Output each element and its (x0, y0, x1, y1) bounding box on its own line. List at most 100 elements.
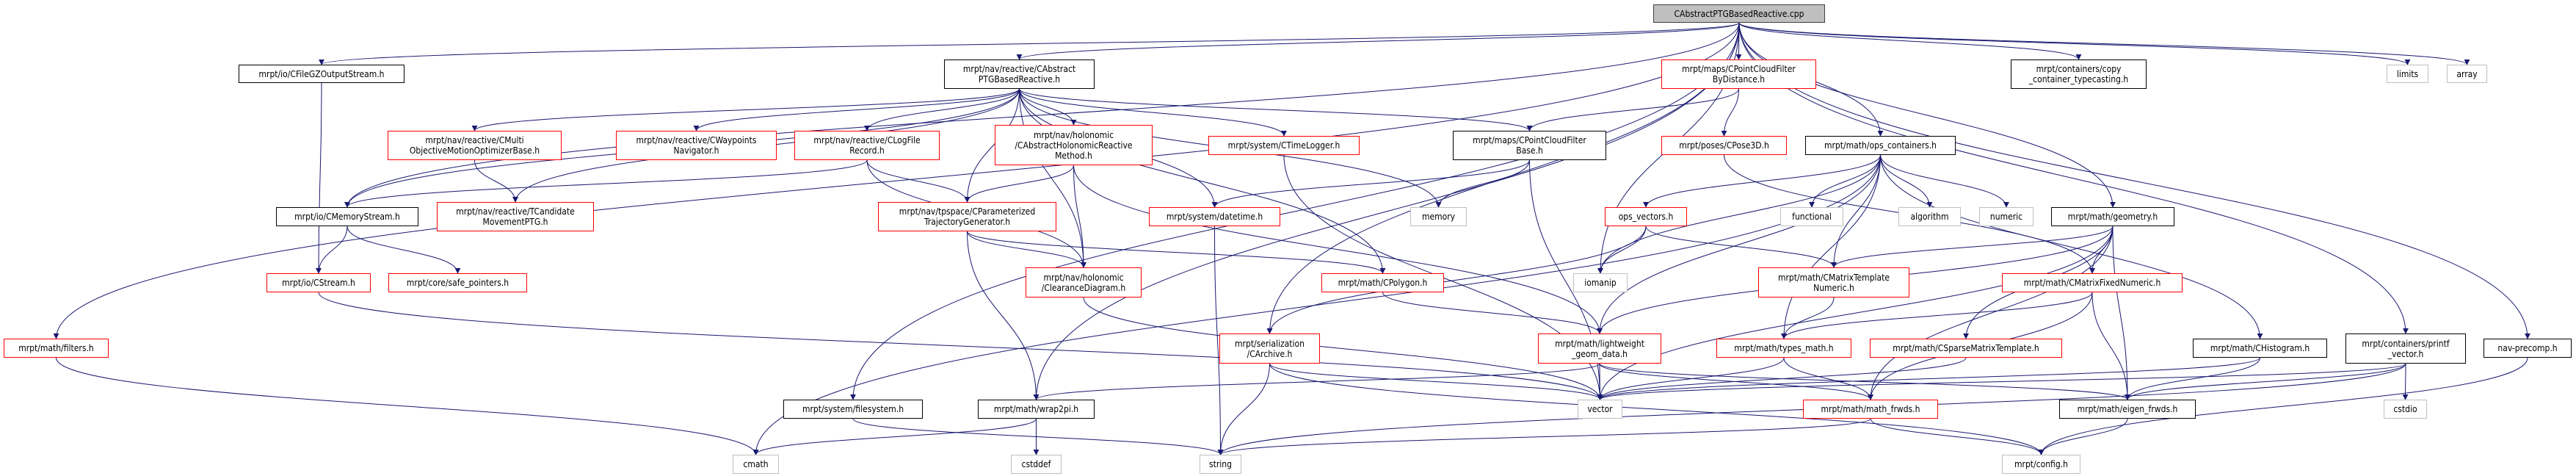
graph-node-lwgd[interactable]: mrpt/math/lightweight_geom_data.h (1538, 333, 1661, 364)
graph-node-archive[interactable]: mrpt/serialization/CArchive.h (1219, 333, 1320, 364)
graph-node-string[interactable]: string (1200, 455, 1241, 474)
edge-aptg-to-multi (471, 88, 1020, 131)
graph-node-mathfrwds[interactable]: mrpt/math/math_frwds.h (1803, 400, 1938, 419)
node-label-line: functional (1792, 212, 1832, 222)
node-label-line: nav-precomp.h (2497, 343, 2558, 353)
node-label-line: /CArchive.h (1247, 348, 1293, 359)
graph-node-memstream[interactable]: mrpt/io/CMemoryStream.h (276, 207, 418, 226)
edge-filters-to-cmath (56, 357, 759, 455)
edge-opsc-to-mtn (1831, 154, 1881, 268)
node-label-line: mrpt/nav/tpspace/CParameterized (899, 206, 1036, 217)
edge-archive-to-vector (1269, 363, 1603, 400)
graph-node-numeric[interactable]: numeric (1979, 207, 2033, 226)
edge-holo-to-clearance (1073, 165, 1086, 268)
edge-archive-to-config (1269, 363, 2045, 455)
graph-node-polygon[interactable]: mrpt/math/CPolygon.h (1321, 273, 1444, 292)
node-label-line: mrpt/math/eigen_frwds.h (2077, 404, 2178, 414)
graph-node-opsv[interactable]: ops_vectors.h (1605, 207, 1687, 226)
node-label-line: mrpt/nav/reactive/CMulti (425, 135, 524, 145)
edge-root-to-wrap2pi (1033, 22, 1740, 400)
graph-node-pose3d[interactable]: mrpt/poses/CPose3D.h (1661, 136, 1787, 155)
edge-logfile-to-memstream (344, 159, 868, 208)
edge-clearance-to-vector (1083, 297, 1603, 400)
graph-node-holo[interactable]: mrpt/nav/holonomic/CAbstractHolonomicRea… (995, 125, 1153, 165)
graph-node-cstddef[interactable]: cstddef (1011, 455, 1062, 474)
edge-opsc-to-iomanip (1597, 154, 1881, 274)
node-label-line: mrpt/math/filters.h (18, 343, 94, 353)
graph-node-vector[interactable]: vector (1578, 400, 1622, 419)
graph-node-geometry[interactable]: mrpt/math/geometry.h (2051, 207, 2174, 226)
edge-opsv-to-archive (1266, 226, 1647, 334)
node-label-line: ops_vectors.h (1618, 212, 1674, 222)
node-label-line: cmath (743, 459, 769, 469)
node-label-line: mrpt/math/math_frwds.h (1821, 404, 1920, 414)
node-label-line: mrpt/io/CMemoryStream.h (294, 212, 400, 222)
graph-node-cstdio[interactable]: cstdio (2384, 400, 2427, 419)
graph-node-clearance[interactable]: mrpt/nav/holonomic/ClearanceDiagram.h (1026, 267, 1142, 298)
edge-aptg-to-ptg (964, 88, 1020, 203)
edge-geometry-to-mathfrwds (1868, 226, 2114, 400)
edge-mathfrwds-to-string (1217, 418, 1871, 455)
node-label-line: memory (1421, 212, 1456, 222)
graph-node-eigenfrwds[interactable]: mrpt/math/eigen_frwds.h (2059, 400, 2196, 419)
edge-ptg-to-wrap2pi (967, 231, 1040, 400)
graph-node-cmath[interactable]: cmath (733, 455, 779, 474)
edge-opsc-to-lwgd (1597, 154, 1881, 334)
graph-node-config[interactable]: mrpt/config.h (2002, 455, 2080, 474)
graph-node-safeptr[interactable]: mrpt/core/safe_pointers.h (388, 273, 527, 292)
edge-root-to-limits (1738, 22, 2411, 65)
node-label-line: mrpt/io/CStream.h (282, 278, 355, 288)
node-label-line: mrpt/containers/copy (2036, 64, 2122, 74)
edge-opsc-to-numeric (1880, 154, 2009, 208)
edge-histogram-to-eigenfrwds (2125, 357, 2260, 400)
edge-logfile-to-ptg (866, 159, 970, 203)
graph-node-wrap2pi[interactable]: mrpt/math/wrap2pi.h (978, 400, 1095, 419)
graph-node-filesystem[interactable]: mrpt/system/filesystem.h (783, 400, 923, 419)
node-label-line: Navigator.h (673, 145, 719, 156)
graph-node-opsc[interactable]: mrpt/math/ops_containers.h (1805, 136, 1956, 155)
graph-node-filters[interactable]: mrpt/math/filters.h (4, 339, 109, 358)
node-label-line: string (1209, 459, 1232, 469)
graph-node-printfv[interactable]: mrpt/containers/printf_vector.h (2345, 333, 2466, 364)
graph-node-histogram[interactable]: mrpt/math/CHistogram.h (2193, 339, 2327, 358)
graph-node-root[interactable]: CAbstractPTGBasedReactive.cpp (1653, 4, 1825, 23)
node-label-line: cstdio (2393, 404, 2417, 414)
edge-memstream-to-safeptr (347, 226, 461, 274)
node-label-line: _container_typecasting.h (2028, 74, 2129, 84)
graph-node-memory[interactable]: memory (1410, 207, 1467, 226)
graph-node-array[interactable]: array (2447, 65, 2487, 83)
node-label-line: mrpt/math/CSparseMatrixTemplate.h (1893, 343, 2039, 353)
graph-node-sparse[interactable]: mrpt/math/CSparseMatrixTemplate.h (1870, 339, 2062, 358)
graph-node-timelogger[interactable]: mrpt/system/CTimeLogger.h (1208, 136, 1360, 155)
edge-archive-to-string (1217, 363, 1270, 455)
graph-node-datetime[interactable]: mrpt/system/datetime.h (1149, 207, 1280, 226)
graph-node-functional[interactable]: functional (1780, 207, 1843, 226)
node-label-line: mrpt/nav/reactive/CLogFile (813, 135, 921, 145)
graph-node-typesmath[interactable]: mrpt/math/types_math.h (1716, 339, 1851, 358)
graph-node-algorithm[interactable]: algorithm (1898, 207, 1961, 226)
edge-lwgd-to-eigenfrwds (1599, 363, 2130, 400)
graph-node-mfn[interactable]: mrpt/math/CMatrixFixedNumeric.h (2002, 273, 2183, 292)
graph-node-copy[interactable]: mrpt/containers/copy_container_typecasti… (2011, 60, 2147, 89)
graph-node-navprecomp[interactable]: nav-precomp.h (2484, 339, 2572, 358)
graph-node-iomanip[interactable]: iomanip (1573, 273, 1628, 292)
graph-node-cstream[interactable]: mrpt/io/CStream.h (266, 273, 371, 292)
edge-wrap2pi-to-cmath (752, 418, 1037, 455)
node-label-line: mrpt/math/wrap2pi.h (993, 404, 1079, 414)
graph-node-limits[interactable]: limits (2387, 65, 2428, 83)
edge-opsc-to-algorithm (1880, 154, 1933, 208)
node-label-line: mrpt/system/datetime.h (1166, 212, 1263, 222)
node-label-line: Base.h (1516, 145, 1543, 156)
edge-lwgd-to-wrap2pi (1033, 363, 1600, 400)
node-label-line: mrpt/maps/CPointCloudFilter (1682, 64, 1796, 74)
graph-node-gz[interactable]: mrpt/io/CFileGZOutputStream.h (239, 65, 404, 83)
